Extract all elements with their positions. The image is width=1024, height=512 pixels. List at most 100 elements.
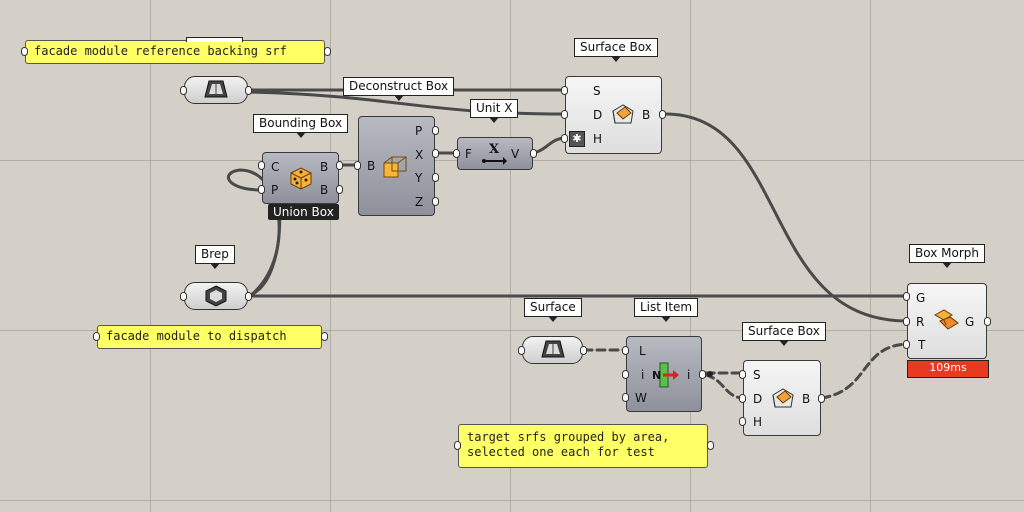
box-morph-in-g[interactable] — [903, 292, 910, 301]
list-item-in-w[interactable] — [622, 393, 629, 402]
panel-target-note[interactable]: target srfs grouped by area, selected on… — [458, 424, 708, 468]
param-brep-out[interactable] — [245, 292, 252, 301]
param-surface-out[interactable] — [580, 346, 587, 355]
panel-dispatch-output-nub[interactable] — [321, 332, 328, 341]
param-surface-in[interactable] — [518, 346, 525, 355]
box-morph-out-g[interactable] — [984, 317, 991, 326]
surface-box-2-in-d[interactable] — [739, 394, 746, 403]
surface-box-1-input-h: H — [593, 132, 603, 146]
deconstruct-box-output-z: Z — [415, 195, 424, 209]
panel-dispatch-note[interactable]: facade module to dispatch — [97, 325, 322, 349]
box-morph-in-t[interactable] — [903, 340, 910, 349]
unit-x-out-v[interactable] — [530, 149, 537, 158]
deconstruct-box-out-p[interactable] — [432, 126, 439, 135]
box-morph-label: Box Morph — [909, 244, 985, 268]
unit-x[interactable]: F V X — [457, 137, 533, 170]
surface-box-2-in-h[interactable] — [739, 417, 746, 426]
unit-x-in-f[interactable] — [453, 149, 460, 158]
surface-box-2-label: Surface Box — [742, 322, 826, 346]
bounding-box-in-c[interactable] — [258, 161, 265, 170]
unit-x-label: Unit X — [470, 99, 519, 123]
bounding-box-output-b1: B — [320, 160, 329, 174]
bounding-box-input-c: C — [271, 160, 280, 174]
deconstruct-box-output-p: P — [415, 124, 423, 138]
bounding-box-out-b1[interactable] — [336, 161, 343, 170]
list-item-icon: N — [652, 362, 679, 388]
surface-param-icon — [204, 80, 228, 98]
surface-box-icon-2 — [772, 388, 794, 408]
deconstruct-box-out-x[interactable] — [432, 149, 439, 158]
surface-box-1-in-d[interactable] — [561, 110, 568, 119]
panel-dispatch-input-nub[interactable] — [93, 332, 100, 341]
surface-label: Surface — [524, 298, 582, 322]
param-brep[interactable] — [184, 282, 248, 310]
surface-box-1-label: Surface Box — [574, 38, 658, 62]
panel-target-input-nub[interactable] — [454, 441, 461, 450]
list-item-in-l[interactable] — [622, 346, 629, 355]
list-item-out-i[interactable] — [699, 370, 706, 379]
box-morph-output-g: G — [965, 315, 975, 329]
list-item-label: List Item — [634, 298, 699, 322]
box-morph-icon — [933, 309, 959, 330]
list-item-in-i[interactable] — [622, 370, 629, 379]
list-item-input-w: W — [635, 391, 647, 405]
param-surface[interactable] — [522, 336, 583, 364]
surface-box-2-input-h: H — [753, 415, 763, 429]
box-morph-in-r[interactable] — [903, 317, 910, 326]
list-item-input-i: i — [641, 368, 645, 382]
bounding-box-input-p: P — [271, 183, 279, 197]
deconstruct-box[interactable]: B P X Y Z — [358, 116, 435, 216]
surface-box-icon — [612, 104, 634, 124]
surface-box-2[interactable]: S D H B — [743, 360, 821, 436]
bounding-box[interactable]: C P B B — [262, 152, 339, 204]
param-brep-in[interactable] — [180, 292, 187, 301]
bounding-box-union-sublabel: Union Box — [268, 204, 339, 220]
box-morph-input-g: G — [916, 291, 926, 305]
param-backing-in[interactable] — [180, 86, 187, 95]
brep-label: Brep — [195, 245, 235, 269]
deconstruct-box-in-b[interactable] — [354, 161, 361, 170]
brep-param-icon — [205, 285, 227, 307]
svg-text:X: X — [489, 142, 500, 157]
deconstruct-box-label: Deconstruct Box — [343, 77, 455, 101]
unit-x-output-v: V — [511, 147, 520, 161]
list-item-input-l: L — [639, 344, 646, 358]
param-backing-out[interactable] — [245, 86, 252, 95]
svg-text:N: N — [652, 369, 661, 382]
surface-box-1-in-s[interactable] — [561, 86, 568, 95]
bounding-box-out-b2[interactable] — [336, 185, 343, 194]
surface-box-2-input-d: D — [753, 392, 763, 406]
deconstruct-box-output-x: X — [415, 148, 424, 162]
surface-box-2-in-s[interactable] — [739, 370, 746, 379]
bounding-box-in-p[interactable] — [258, 185, 265, 194]
surface-box-2-out-b[interactable] — [818, 394, 825, 403]
surface-box-2-input-s: S — [753, 368, 761, 382]
surface-box-1-out-b[interactable] — [659, 110, 666, 119]
deconstruct-box-icon — [383, 156, 407, 178]
deconstruct-box-output-y: Y — [415, 171, 423, 185]
surface-box-1-input-d: D — [593, 108, 603, 122]
surface-box-1-in-h[interactable] — [561, 134, 568, 143]
param-backing-surface[interactable] — [184, 76, 248, 104]
box-morph-timer-badge: 109ms — [907, 360, 989, 378]
unit-x-input-f: F — [465, 147, 472, 161]
panel-backing-note[interactable]: facade module reference backing srf — [25, 40, 325, 64]
surface-param-icon-2 — [541, 340, 565, 358]
surface-box-1[interactable]: S D H B ✱ — [565, 76, 662, 154]
list-item-output-i: i — [687, 368, 691, 382]
deconstruct-box-out-z[interactable] — [432, 197, 439, 206]
list-item[interactable]: L i W i N — [626, 336, 702, 412]
panel-target-output-nub[interactable] — [707, 441, 714, 450]
deconstruct-box-input-b: B — [367, 159, 376, 173]
surface-box-2-output-b: B — [802, 392, 811, 406]
deconstruct-box-out-y[interactable] — [432, 173, 439, 182]
unit-x-vector-icon: X — [482, 142, 507, 165]
panel-backing-tab — [186, 37, 243, 42]
panel-backing-output-nub[interactable] — [324, 47, 331, 56]
bounding-box-label: Bounding Box — [253, 114, 349, 138]
surface-box-1-output-b: B — [642, 108, 651, 122]
box-morph[interactable]: G R T G — [907, 283, 987, 359]
panel-backing-input-nub[interactable] — [21, 47, 28, 56]
box-morph-input-r: R — [916, 315, 925, 329]
surface-box-1-input-s: S — [593, 84, 601, 98]
